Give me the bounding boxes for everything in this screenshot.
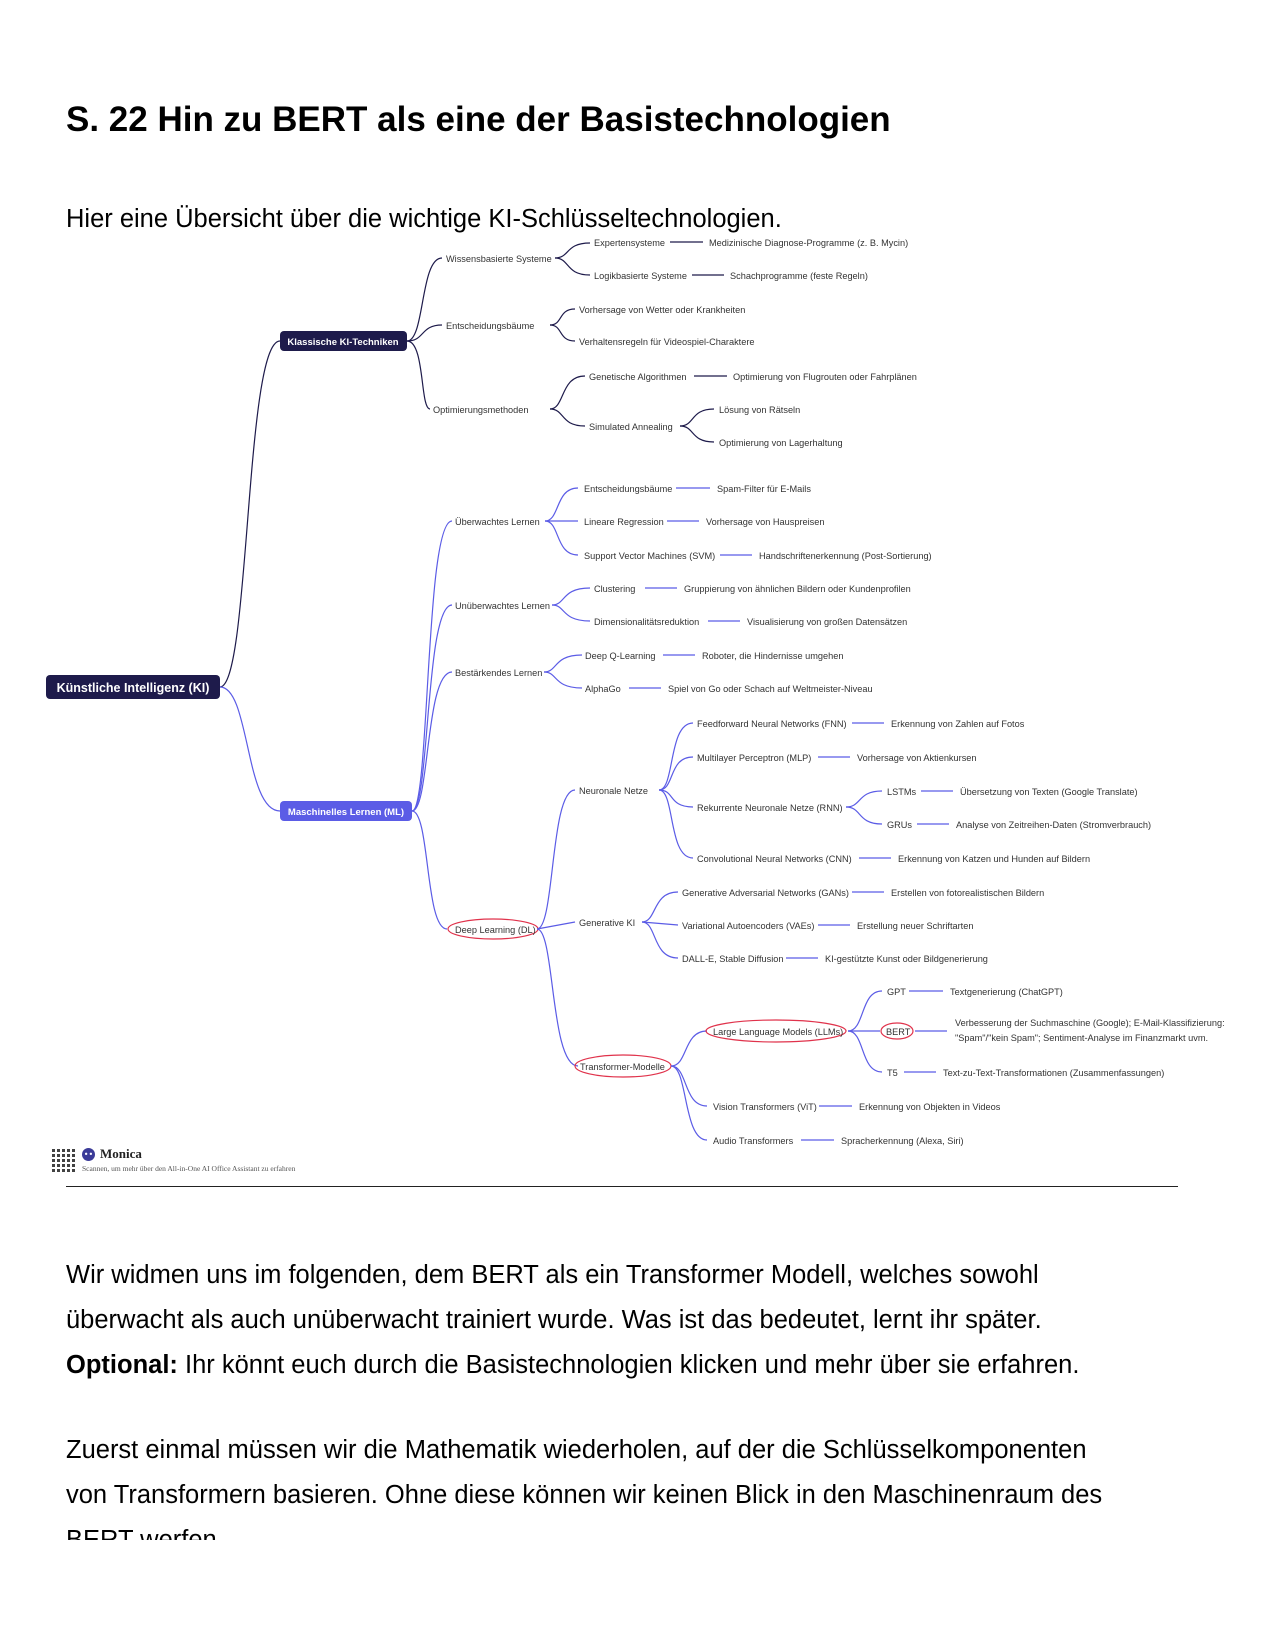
mm-dimred: Dimensionalitätsreduktion xyxy=(594,617,699,627)
mm-ueberwacht: Überwachtes Lernen xyxy=(455,517,540,527)
mm-dalle-ex: KI-gestützte Kunst oder Bildgenerierung xyxy=(825,954,988,964)
mm-annealing: Simulated Annealing xyxy=(589,422,673,432)
paragraph-math-line3: BERT werfen. xyxy=(66,1526,224,1540)
mm-clustering-ex: Gruppierung von ähnlichen Bildern oder K… xyxy=(684,584,911,594)
mm-entsch-b: Verhaltensregeln für Videospiel-Charakte… xyxy=(579,337,755,347)
monica-watermark: •• Monica Scannen, um mehr über den All-… xyxy=(52,1146,352,1178)
mm-linreg-ex: Vorhersage von Hauspreisen xyxy=(706,517,825,527)
mm-experten: Expertensysteme xyxy=(594,238,665,248)
mm-ue-entsch: Entscheidungsbäume xyxy=(584,484,672,494)
divider xyxy=(66,1186,1178,1187)
optional-label: Optional: xyxy=(66,1351,178,1379)
paragraph-math: Zuerst einmal müssen wir die Mathematik … xyxy=(66,1428,1102,1540)
paragraph-bert: Wir widmen uns im folgenden, dem BERT al… xyxy=(66,1253,1079,1388)
mm-dl: Deep Learning (DL) xyxy=(455,925,536,935)
intro-text: Hier eine Übersicht über die wichtige KI… xyxy=(66,205,782,233)
mm-svm-ex: Handschriftenerkennung (Post-Sortierung) xyxy=(759,551,932,561)
mm-lstm-ex: Übersetzung von Texten (Google Translate… xyxy=(960,787,1138,797)
mm-cnn: Convolutional Neural Networks (CNN) xyxy=(697,854,852,864)
mm-experten-ex: Medizinische Diagnose-Programme (z. B. M… xyxy=(709,238,908,248)
mm-entsch-a: Vorhersage von Wetter oder Krankheiten xyxy=(579,305,745,315)
mm-linreg: Lineare Regression xyxy=(584,517,664,527)
mm-gan-ex: Erstellen von fotorealistischen Bildern xyxy=(891,888,1044,898)
mm-gru-ex: Analyse von Zeitreihen-Daten (Stromverbr… xyxy=(956,820,1151,830)
mm-vit: Vision Transformers (ViT) xyxy=(713,1102,817,1112)
paragraph-bert-line1: Wir widmen uns im folgenden, dem BERT al… xyxy=(66,1261,1039,1289)
page-title: S. 22 Hin zu BERT als eine der Basistech… xyxy=(66,100,891,139)
mm-audio-ex: Spracherkennung (Alexa, Siri) xyxy=(841,1136,964,1146)
mm-logik-ex: Schachprogramme (feste Regeln) xyxy=(730,271,868,281)
mm-t5-ex: Text-zu-Text-Transformationen (Zusammenf… xyxy=(943,1068,1164,1078)
mm-dqn-ex: Roboter, die Hindernisse umgehen xyxy=(702,651,843,661)
mm-mlp-ex: Vorhersage von Aktienkursen xyxy=(857,753,977,763)
mm-vae-ex: Erstellung neuer Schriftarten xyxy=(857,921,973,931)
mindmap-root-label: Künstliche Intelligenz (KI) xyxy=(57,681,210,695)
mm-svm: Support Vector Machines (SVM) xyxy=(584,551,715,561)
mm-annealing-b: Optimierung von Lagerhaltung xyxy=(719,438,843,448)
mm-annealing-a: Lösung von Rätseln xyxy=(719,405,800,415)
paragraph-math-line2: von Transformern basieren. Ohne diese kö… xyxy=(66,1481,1103,1509)
paragraph-bert-line2: überwacht als auch unüberwacht trainiert… xyxy=(66,1306,1042,1334)
mm-genetisch: Genetische Algorithmen xyxy=(589,372,687,382)
mm-ue-entsch-ex: Spam-Filter für E-Mails xyxy=(717,484,811,494)
mm-vae: Variational Autoencoders (VAEs) xyxy=(682,921,814,931)
mindmap-klassisch[interactable] xyxy=(280,331,407,351)
mm-bestaerkend: Bestärkendes Lernen xyxy=(455,668,542,678)
mm-dimred-ex: Visualisierung von großen Datensätzen xyxy=(747,617,907,627)
mm-bert-ex2: "Spam"/"kein Spam"; Sentiment-Analyse im… xyxy=(955,1033,1208,1043)
qr-code-icon xyxy=(52,1148,76,1172)
mm-opti: Optimierungsmethoden xyxy=(433,405,529,415)
paragraph-math-line1: Zuerst einmal müssen wir die Mathematik … xyxy=(66,1436,1087,1464)
mm-genetisch-ex: Optimierung von Flugrouten oder Fahrplän… xyxy=(733,372,917,382)
mm-fnn-ex: Erkennung von Zahlen auf Fotos xyxy=(891,719,1025,729)
mm-fnn: Feedforward Neural Networks (FNN) xyxy=(697,719,847,729)
mm-gan: Generative Adversarial Networks (GANs) xyxy=(682,888,849,898)
mm-rnn: Rekurrente Neuronale Netze (RNN) xyxy=(697,803,843,813)
mindmap: Künstliche Intelligenz (KI) Klassische K… xyxy=(46,238,1225,1146)
mm-wissen: Wissensbasierte Systeme xyxy=(446,254,552,264)
mindmap-ml-label: Maschinelles Lernen (ML) xyxy=(288,807,404,818)
mm-lstm: LSTMs xyxy=(887,787,917,797)
monica-caption: Scannen, um mehr über den All-in-One AI … xyxy=(82,1164,296,1173)
monica-name: Monica xyxy=(100,1146,142,1161)
mm-bert-ex1: Verbesserung der Suchmaschine (Google); … xyxy=(955,1018,1225,1028)
mm-alphago-ex: Spiel von Go oder Schach auf Weltmeister… xyxy=(668,684,873,694)
mm-clustering: Clustering xyxy=(594,584,635,594)
mm-unueberwacht: Unüberwachtes Lernen xyxy=(455,601,550,611)
mm-t5: T5 xyxy=(887,1068,898,1078)
mm-gru: GRUs xyxy=(887,820,912,830)
mm-audio: Audio Transformers xyxy=(713,1136,794,1146)
mm-nn: Neuronale Netze xyxy=(579,786,648,796)
mm-dalle: DALL-E, Stable Diffusion xyxy=(682,954,783,964)
mm-vit-ex: Erkennung von Objekten in Videos xyxy=(859,1102,1001,1112)
mm-transformer: Transformer-Modelle xyxy=(580,1062,665,1072)
mm-dqn: Deep Q-Learning xyxy=(585,651,655,661)
mindmap-klassisch-label: Klassische KI-Techniken xyxy=(287,337,398,348)
monica-logo-icon: •• xyxy=(82,1148,95,1161)
mindmap-root[interactable] xyxy=(46,675,220,699)
mm-alphago: AlphaGo xyxy=(585,684,621,694)
mm-mlp: Multilayer Perceptron (MLP) xyxy=(697,753,811,763)
optional-text: Ihr könnt euch durch die Basistechnologi… xyxy=(177,1351,1080,1379)
mindmap-ml[interactable] xyxy=(280,801,412,821)
mm-gpt-ex: Textgenerierung (ChatGPT) xyxy=(950,987,1063,997)
mm-cnn-ex: Erkennung von Katzen und Hunden auf Bild… xyxy=(898,854,1090,864)
mm-genki: Generative KI xyxy=(579,918,635,928)
bert-highlight xyxy=(880,1022,914,1040)
mm-gpt: GPT xyxy=(887,987,906,997)
llm-highlight xyxy=(705,1019,847,1043)
mm-logik: Logikbasierte Systeme xyxy=(594,271,687,281)
mm-entsch: Entscheidungsbäume xyxy=(446,321,534,331)
mm-bert: BERT xyxy=(886,1027,911,1037)
paragraph-bert-line3: Optional: Ihr könnt euch durch die Basis… xyxy=(66,1343,1079,1388)
mm-llm: Large Language Models (LLMs) xyxy=(713,1027,843,1037)
